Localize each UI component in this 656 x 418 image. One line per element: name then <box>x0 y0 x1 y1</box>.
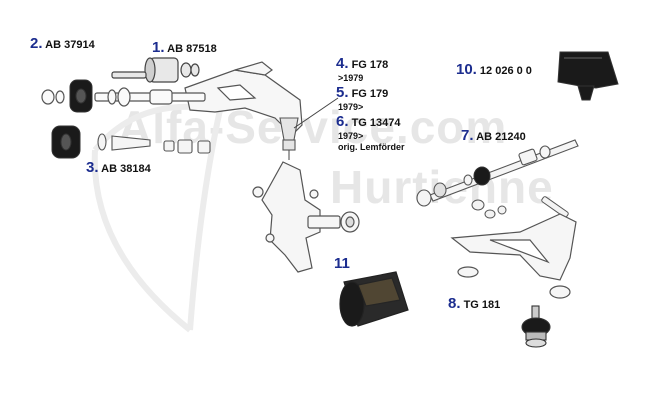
callout-2: 2. AB 37914 <box>30 35 95 52</box>
callout-4-note: >1979 <box>338 73 364 83</box>
callout-6: 6. TG 13474 <box>336 113 401 130</box>
part-7-bushing <box>473 166 491 186</box>
lower-control-arm <box>450 213 577 299</box>
callout-10: 10. 12 026 0 0 <box>456 61 532 78</box>
callout-6-code: TG 13474 <box>351 117 401 129</box>
part-10-bump-stop <box>557 51 619 101</box>
callout-5-code: FG 179 <box>351 88 389 100</box>
callout-1-code: AB 87518 <box>167 43 217 55</box>
upper-shaft <box>41 87 206 107</box>
callout-5: 5. FG 179 <box>336 84 389 101</box>
callout-6-number: 6. <box>336 113 349 130</box>
callout-6-note: 1979> <box>338 131 364 141</box>
steering-knuckle <box>252 161 360 273</box>
callout-3-number: 3. <box>86 159 99 176</box>
callout-8-number: 8. <box>448 295 461 312</box>
callout-11-number: 11 <box>334 255 350 272</box>
callout-4-code: FG 178 <box>351 59 389 71</box>
callout-2-code: AB 37914 <box>45 39 95 51</box>
callout-7-code: AB 21240 <box>476 131 526 143</box>
callout-4-number: 4. <box>336 55 349 72</box>
upper-control-arm <box>184 61 303 136</box>
callout-8: 8. TG 181 <box>448 295 501 312</box>
callout-1-number: 1. <box>152 39 165 56</box>
callout-1: 1. AB 87518 <box>152 39 217 56</box>
part-2-rubber <box>69 79 93 113</box>
callout-10-code: 12 026 0 0 <box>479 65 532 77</box>
callout-3: 3. AB 38184 <box>86 159 151 176</box>
part-8-ball-joint <box>521 305 551 348</box>
callout-10-number: 10. <box>456 61 477 78</box>
callout-5-note: 1979> <box>338 102 364 112</box>
upper-ball-joint <box>279 117 299 160</box>
callout-3-code: AB 38184 <box>101 163 151 175</box>
callout-2-number: 2. <box>30 35 43 52</box>
callout-4: 4. FG 178 <box>336 55 389 72</box>
lower-shaft <box>416 139 579 207</box>
callout-7: 7. AB 21240 <box>461 127 526 144</box>
part-1-bushing <box>111 57 200 83</box>
part-11-bushing <box>339 271 409 327</box>
callout-6-note2: orig. Lemförder <box>338 142 405 152</box>
callout-5-number: 5. <box>336 84 349 101</box>
part-3-rubber <box>51 125 81 159</box>
callout-7-number: 7. <box>461 127 474 144</box>
small-hardware <box>471 196 569 219</box>
callout-11: 11 <box>334 255 350 272</box>
pin-set <box>97 133 211 154</box>
callout-8-code: TG 181 <box>463 299 501 311</box>
